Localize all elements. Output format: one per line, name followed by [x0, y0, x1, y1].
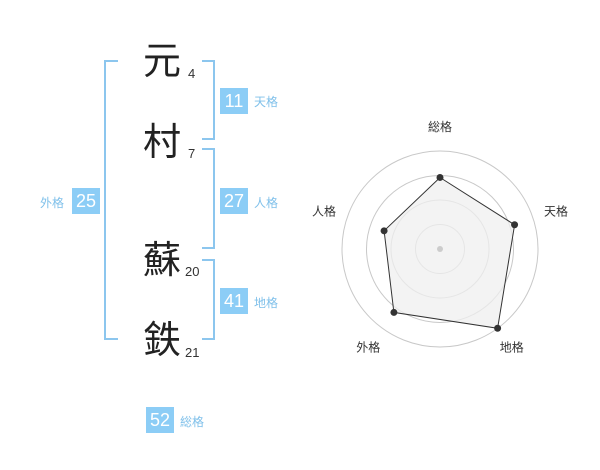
- soukaku-value-badge: 52: [146, 407, 174, 433]
- tenkaku-bracket: [202, 60, 215, 140]
- radar-ring: [341, 150, 539, 348]
- radar-axis-label: 総格: [428, 119, 452, 134]
- gaikaku-bracket: [104, 60, 118, 340]
- soukaku-label: 総格: [180, 415, 205, 429]
- gaikaku-value-badge: 25: [72, 188, 100, 214]
- radar-center-dot: [437, 246, 443, 252]
- chikaku-label: 地格: [254, 296, 279, 310]
- stroke-count-3: 20: [185, 264, 200, 279]
- radar-point: [511, 221, 519, 229]
- radar-point: [494, 324, 502, 332]
- radar-axis-label: 地格: [500, 340, 524, 355]
- name-char-4: 鉄: [142, 318, 181, 362]
- name-char-2: 村: [142, 120, 181, 164]
- radar-axis-label: 天格: [544, 203, 568, 218]
- stroke-count-2: 7: [188, 146, 196, 161]
- radar-point: [436, 173, 444, 181]
- radar-point: [380, 227, 388, 235]
- name-char-3: 蘇: [142, 238, 181, 282]
- tenkaku-label: 天格: [254, 95, 279, 109]
- gaikaku-label: 外格: [40, 196, 65, 210]
- stroke-count-4: 21: [185, 345, 200, 360]
- jinkaku-value-badge: 27: [220, 188, 248, 214]
- name-char-1: 元: [142, 39, 181, 83]
- jinkaku-label: 人格: [254, 196, 279, 210]
- radar-area: [383, 176, 516, 329]
- chikaku-bracket: [202, 259, 215, 340]
- radar-point: [390, 308, 398, 316]
- stroke-count-1: 4: [188, 66, 196, 81]
- radar-axis-label: 人格: [312, 203, 336, 218]
- jinkaku-bracket: [202, 148, 215, 249]
- chikaku-value-badge: 41: [220, 288, 248, 314]
- radar-axis-label: 外格: [356, 340, 380, 355]
- tenkaku-value-badge: 11: [220, 88, 248, 114]
